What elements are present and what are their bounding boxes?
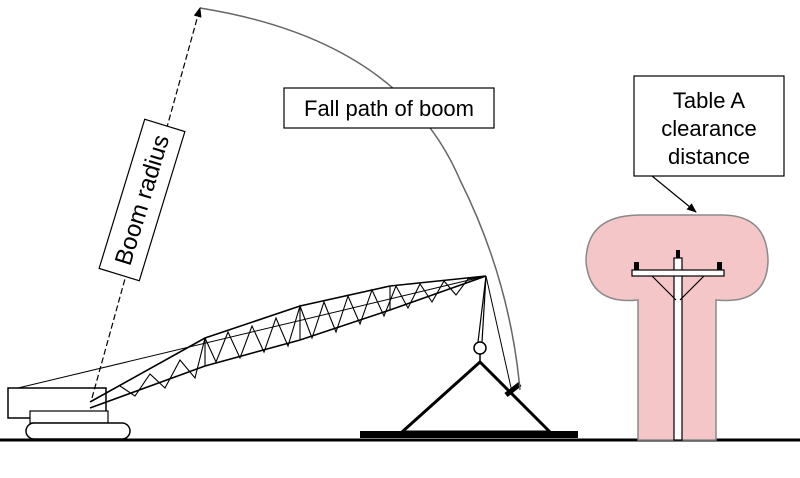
clearance-label: Table A clearance distance [633, 75, 785, 177]
crane [7, 387, 131, 440]
crane-cab-base [29, 410, 109, 424]
fall-path-text: Fall path of boom [304, 96, 474, 121]
clearance-line-2: clearance [661, 116, 756, 141]
utility-pole [631, 250, 725, 441]
pole-crossarm [631, 269, 725, 277]
boom-radius-label: Boom radius [98, 118, 186, 282]
lattice-boom [89, 275, 487, 409]
hoist-rigging [400, 275, 552, 434]
fall-path-arc [199, 7, 521, 391]
crane-tracks [25, 422, 131, 440]
fall-path-label: Fall path of boom [283, 87, 495, 129]
hook-block [473, 341, 487, 355]
insulator-right [717, 262, 722, 270]
pendant-line [17, 275, 487, 389]
clearance-pointer [651, 175, 697, 213]
load-platform [360, 431, 578, 438]
clearance-line-3: distance [668, 144, 750, 169]
clearance-line-1: Table A [673, 88, 745, 113]
insulator-left [634, 262, 639, 270]
insulator-center [676, 250, 680, 258]
pole-shaft [673, 257, 683, 441]
